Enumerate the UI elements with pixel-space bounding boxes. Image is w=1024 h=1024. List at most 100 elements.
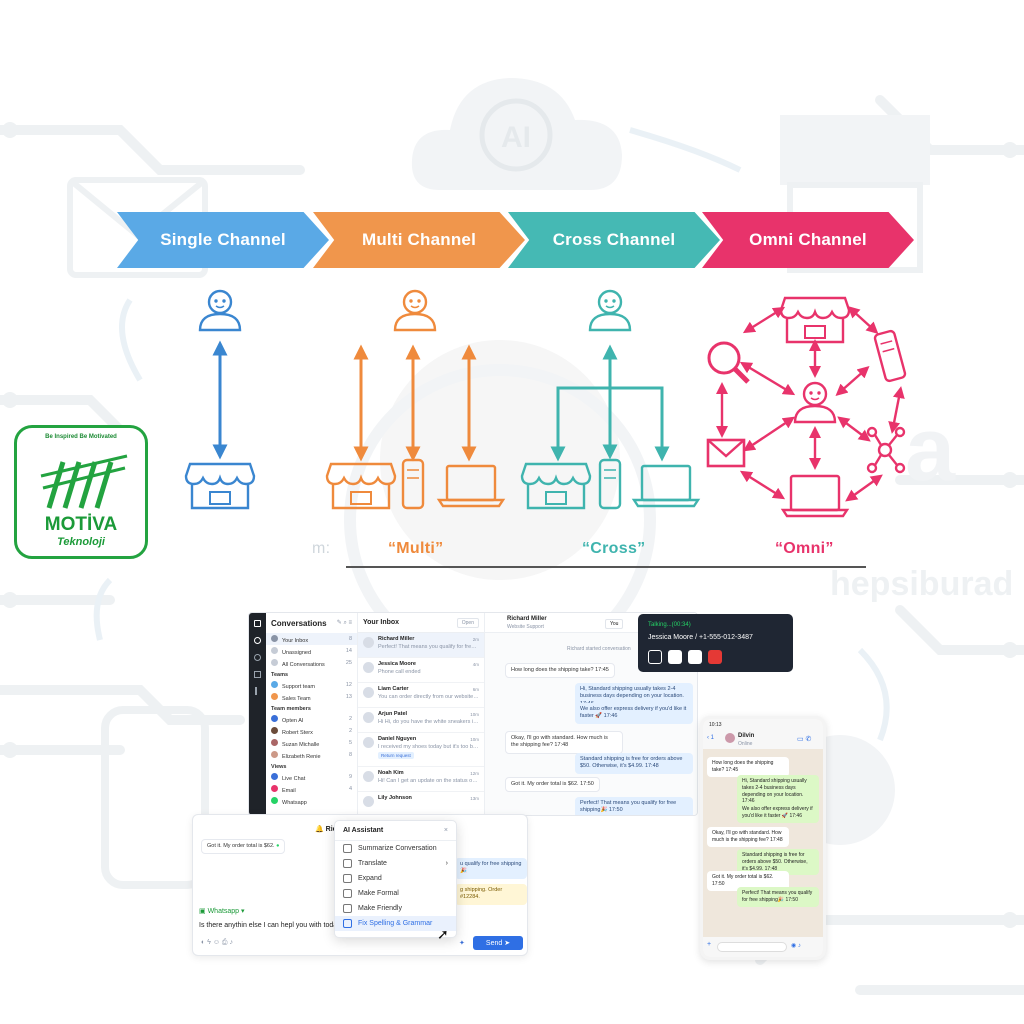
stage-omni-channel: Omni Channel (702, 212, 914, 268)
omni-store-icon (779, 296, 851, 344)
message-input[interactable]: Is there anythin else I can hepl you wit… (199, 922, 345, 929)
composer-incoming-message: Got it. My order total is $62. ● (201, 839, 286, 855)
teams-heading: Teams (271, 672, 289, 678)
reports-icon[interactable] (254, 671, 261, 678)
omni-mail-icon (706, 438, 746, 468)
assignee-dropdown[interactable]: You (605, 619, 624, 629)
phone-message: Standard shipping is free for orders abo… (737, 849, 819, 876)
multi-phone-icon (401, 458, 425, 510)
chat-contact-sub: Website Support (507, 624, 544, 630)
multi-person-icon (393, 289, 437, 332)
caption-divider (346, 566, 866, 568)
chat-toggle-icon[interactable] (648, 650, 662, 664)
stage-cross-channel: Cross Channel (508, 212, 720, 268)
phone-message-input[interactable] (717, 942, 787, 952)
composer-tools-icon[interactable]: ◐ ϟ ☺ ⎙ ♪ (201, 939, 233, 946)
view-whatsapp[interactable]: Whatsapp (266, 795, 357, 807)
return-request-tag: Return request (378, 752, 414, 759)
close-icon[interactable]: × (443, 827, 448, 834)
stage-caption-multi: “Multi” (388, 540, 444, 557)
ai-summarize[interactable]: Summarize Conversation (335, 841, 456, 856)
channel-diagram (184, 289, 908, 518)
ai-make-friendly[interactable]: Make Friendly (335, 901, 456, 916)
inbox-list-title: Your Inbox (363, 619, 400, 626)
sidebar-tools-icon[interactable]: ✎ ⌕ ≡ (336, 620, 352, 626)
stage-single-channel: Single Channel (117, 212, 329, 268)
ai-make-formal[interactable]: Make Formal (335, 886, 456, 901)
stage-caption-partial: m: (312, 540, 331, 557)
hangup-icon[interactable] (708, 650, 722, 664)
cross-phone-icon (598, 458, 622, 510)
phone-message: Perfect! That means you qualify for free… (737, 887, 819, 907)
phone-contact-name: Dilvin (738, 733, 755, 739)
home-icon[interactable] (254, 620, 261, 627)
ai-wand-icon[interactable]: ✦ (459, 940, 465, 947)
stage-label: Omni Channel (749, 230, 867, 249)
add-icon[interactable]: + (707, 941, 712, 948)
channel-selector[interactable]: ▣ Whatsapp ▾ (199, 908, 245, 915)
conversations-icon[interactable] (254, 637, 261, 644)
mouse-cursor-icon: ➚ (437, 926, 449, 942)
status-filter[interactable]: Open (456, 617, 479, 628)
phone-time: 10:13 (709, 722, 722, 728)
composer-peek-message: u qualify for free shipping🎉 (455, 858, 527, 879)
camera-mic-icon[interactable]: ◉ ♪ (791, 943, 801, 949)
phone-input-bar: + ◉ ♪ (703, 937, 823, 957)
stage-caption-cross: “Cross” (582, 540, 646, 557)
ai-menu-title: AI Assistant (343, 827, 384, 834)
ai-expand[interactable]: Expand (335, 871, 456, 886)
call-caller: Jessica Moore / +1-555-012-3487 (648, 634, 753, 641)
chat-message: Okay, I'll go with standard. How much is… (505, 731, 623, 754)
stage-label: Multi Channel (361, 230, 477, 249)
omni-phone-icon (872, 329, 908, 383)
svg-text:AI: AI (501, 121, 531, 154)
stage-caption-omni: “Omni” (775, 540, 834, 557)
mute-mic-icon[interactable] (668, 650, 682, 664)
phone-header: 10:13 ‹ 1 Dilvin Online ▭ ✆ (703, 719, 823, 749)
contacts-icon[interactable] (254, 654, 261, 661)
campaigns-icon[interactable] (255, 687, 260, 695)
ai-assistant-menu: AI Assistant × Summarize Conversation Tr… (334, 820, 457, 938)
video-call-icon[interactable]: ▭ ✆ (797, 736, 812, 743)
single-store-icon (184, 462, 256, 510)
composer-contact: 🔔 Rich (315, 826, 341, 833)
stage-label: Cross Channel (552, 230, 676, 249)
chat-contact-name: Richard Miller (507, 616, 547, 622)
chat-message: How long does the shipping take? 17:45 (505, 663, 615, 679)
phone-message: Got it. My order total is $62. 17:50 (707, 871, 789, 891)
ai-fix-spelling[interactable]: Fix Spelling & Grammar (335, 916, 456, 931)
send-button[interactable]: Send ➤ (473, 936, 523, 950)
back-icon[interactable]: ‹ 1 (707, 735, 715, 741)
ai-translate[interactable]: Translate› (335, 856, 456, 871)
sidebar-title: Conversations (271, 618, 327, 628)
phone-message: Okay, I'll go with standard. How much is… (707, 827, 789, 847)
cross-store-icon (520, 462, 592, 510)
chat-message: We also offer express delivery if you'd … (575, 703, 693, 724)
logo-sub: Teknoloji (57, 536, 105, 548)
hold-icon[interactable] (688, 650, 702, 664)
chat-message: Perfect! That means you qualify for free… (575, 797, 693, 815)
app-rail (249, 613, 266, 815)
views-heading: Views (271, 764, 287, 770)
chat-message: Standard shipping is free for orders abo… (575, 753, 693, 774)
